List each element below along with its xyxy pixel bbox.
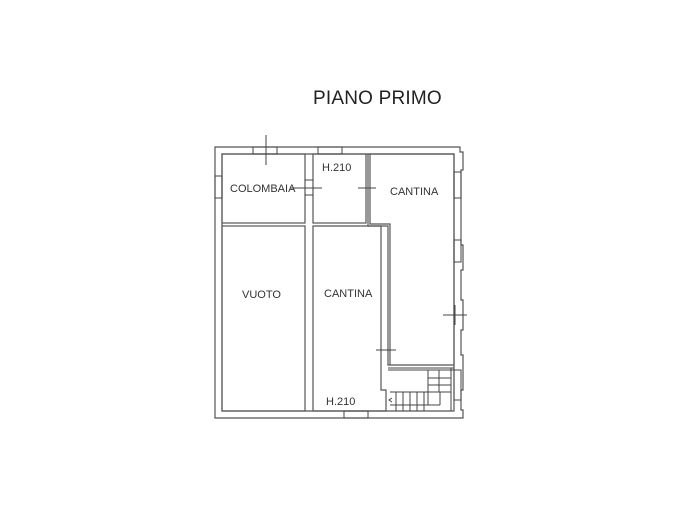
plan-title: PIANO PRIMO <box>313 88 442 109</box>
room-vuoto <box>221 225 306 412</box>
staircase <box>388 367 454 411</box>
door-marks <box>265 135 467 351</box>
windows <box>214 146 462 419</box>
label-colombaia: COLOMBAIA <box>230 183 296 195</box>
room-cantina-center <box>312 225 387 412</box>
label-h210-top: H.210 <box>322 162 352 174</box>
label-vuoto: VUOTO <box>242 289 281 301</box>
label-cantina-center: CANTINA <box>324 288 373 300</box>
label-cantina-right: CANTINA <box>390 186 439 198</box>
label-h210-bottom: H.210 <box>326 396 356 408</box>
